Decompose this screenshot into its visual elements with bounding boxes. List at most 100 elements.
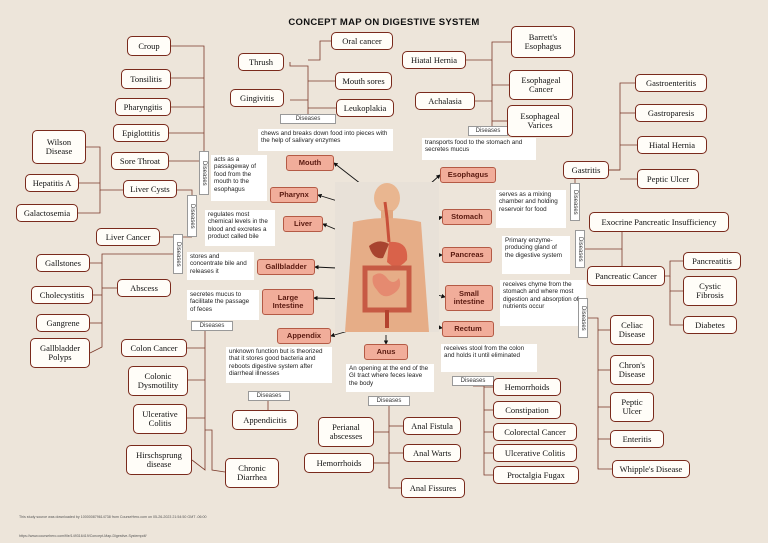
- disease-large-intestine-2: Ulcerative Colitis: [133, 404, 187, 434]
- disease-rectum-0: Hemorrhoids: [493, 378, 561, 396]
- disease-anus-0: Perianal abscesses: [318, 417, 374, 447]
- disease-pharynx-2: Pharyngitis: [115, 98, 171, 116]
- disease-anus-3: Anal Warts: [403, 444, 461, 462]
- connector-line: [491, 41, 511, 126]
- tag-pancreas: Diseases: [575, 230, 585, 268]
- tag-mouth: Diseases: [280, 114, 336, 124]
- human-digestive-figure: [335, 182, 439, 332]
- connector-line: [665, 260, 683, 277]
- organ-pharynx: Pharynx: [270, 187, 318, 203]
- organ-appendix: Appendix: [277, 328, 331, 344]
- connector-line: [669, 276, 683, 292]
- organ-pancreas: Pancreas: [442, 247, 492, 263]
- tag-stomach: Diseases: [570, 183, 580, 221]
- disease-small-intestine-3: Enteritis: [610, 430, 664, 448]
- disease-liver-1: Hepatitis A: [25, 174, 79, 192]
- tag-gallbladder: Diseases: [173, 234, 183, 274]
- organ-gallbladder: Gallbladder: [257, 259, 315, 275]
- disease-anus-4: Anal Fissures: [401, 478, 465, 498]
- desc-esophagus: transports food to the stomach and secre…: [422, 138, 536, 160]
- disease-liver-2: Liver Cysts: [123, 180, 177, 198]
- connector-line: [89, 263, 103, 354]
- connector-line: [177, 189, 193, 195]
- organ-mouth: Mouth: [286, 155, 334, 171]
- disease-rectum-4: Proctalgia Fugax: [493, 466, 579, 484]
- disease-liver-4: Liver Cancer: [96, 228, 160, 246]
- organ-stomach: Stomach: [442, 209, 492, 225]
- disease-anus-1: Anal Fistula: [403, 417, 461, 435]
- disease-pancreas-3: Cystic Fibrosis: [683, 276, 737, 306]
- desc-liver: regulates most chemical levels in the bl…: [205, 210, 275, 246]
- disease-pancreas-4: Diabetes: [683, 316, 737, 334]
- desc-stomach: serves as a mixing chamber and holding r…: [496, 190, 566, 228]
- tag-rectum: Diseases: [452, 376, 494, 386]
- footer-line-2: https://www.coursehero.com/file/14931641…: [19, 534, 147, 538]
- desc-anus: An opening at the end of the GI tract wh…: [346, 364, 434, 392]
- connector-line: [90, 253, 178, 264]
- desc-gallbladder: stores and concentrate bile and releases…: [187, 252, 254, 280]
- tag-anus: Diseases: [368, 396, 410, 406]
- desc-mouth: chews and breaks down food into pieces w…: [258, 129, 393, 151]
- connector-line: [86, 146, 123, 191]
- tag-liver: Diseases: [187, 195, 197, 237]
- disease-stomach-1: Gastroenteritis: [635, 74, 707, 92]
- footer-line-1: This study source was downloaded by 1000…: [19, 515, 207, 519]
- connector-line: [669, 291, 683, 326]
- disease-pancreas-0: Exocrine Pancreatic Insufficiency: [589, 212, 729, 232]
- page-title: CONCEPT MAP ON DIGESTIVE SYSTEM: [288, 17, 480, 28]
- connector-line: [473, 385, 493, 476]
- desc-pharynx: acts as a passageway of food from the mo…: [211, 155, 267, 201]
- desc-large-intestine: secretes mucus to facilitate the passage…: [187, 290, 259, 320]
- disease-esophagus-2: Esophageal Cancer: [509, 70, 573, 100]
- disease-mouth-3: Gingivitis: [230, 89, 284, 107]
- disease-stomach-4: Peptic Ulcer: [637, 169, 699, 189]
- organ-esophagus: Esophagus: [440, 167, 496, 183]
- disease-pharynx-3: Epiglottitis: [113, 124, 169, 142]
- connector-line: [171, 45, 205, 151]
- disease-mouth-2: Mouth sores: [335, 72, 392, 90]
- disease-esophagus-1: Hiatal Hernia: [402, 51, 466, 69]
- disease-large-intestine-0: Colon Cancer: [121, 339, 187, 357]
- disease-rectum-3: Ulcerative Colitis: [493, 444, 577, 462]
- organ-rectum: Rectum: [442, 321, 494, 337]
- desc-pancreas: Primary enzyme-producing gland of the di…: [502, 236, 570, 274]
- disease-small-intestine-1: Chron's Disease: [610, 355, 654, 385]
- disease-pancreas-1: Pancreatic Cancer: [587, 266, 665, 286]
- tag-small-intestine: Diseases: [578, 298, 588, 338]
- tag-appendix: Diseases: [248, 391, 290, 401]
- tag-esophagus: Diseases: [468, 126, 508, 136]
- desc-small-intestine: receives chyme from the stomach and wher…: [500, 280, 586, 326]
- disease-mouth-0: Oral cancer: [331, 32, 393, 50]
- disease-liver-3: Galactosemia: [16, 204, 78, 222]
- organ-small-intestine: Small intestine: [445, 285, 493, 311]
- disease-large-intestine-1: Colonic Dysmotility: [128, 366, 188, 396]
- tag-large-intestine: Diseases: [191, 321, 233, 331]
- disease-stomach-0: Gastritis: [563, 161, 609, 179]
- disease-small-intestine-2: Peptic Ulcer: [610, 392, 654, 422]
- connector-line: [583, 317, 612, 470]
- disease-pharynx-0: Croup: [127, 36, 171, 56]
- disease-small-intestine-4: Whipple's Disease: [612, 460, 690, 478]
- disease-mouth-1: Thrush: [238, 53, 284, 71]
- disease-mouth-4: Leukoplakia: [336, 99, 394, 117]
- disease-stomach-2: Gastroparesis: [635, 104, 707, 122]
- connector-line: [78, 190, 101, 214]
- disease-liver-0: Wilson Disease: [32, 130, 86, 164]
- disease-large-intestine-4: Chronic Diarrhea: [225, 458, 279, 488]
- disease-large-intestine-3: Hirschsprung disease: [126, 445, 192, 475]
- connector-line: [205, 429, 226, 473]
- disease-esophagus-4: Esophageal Varices: [507, 105, 573, 137]
- connector-line: [580, 232, 623, 250]
- connector-line: [308, 40, 331, 61]
- disease-rectum-1: Constipation: [493, 401, 561, 419]
- disease-gallbladder-1: Abscess: [117, 279, 171, 297]
- disease-pharynx-1: Tonsilitis: [121, 69, 171, 89]
- desc-appendix: unknown function but is theorized that i…: [226, 347, 332, 383]
- disease-gallbladder-0: Gallstones: [36, 254, 90, 272]
- disease-pancreas-2: Pancreatitis: [683, 252, 741, 270]
- organ-anus: Anus: [364, 344, 408, 360]
- desc-rectum: receives stool from the colon and holds …: [441, 344, 537, 372]
- organ-large-intestine: Large Intestine: [262, 289, 314, 315]
- disease-esophagus-3: Achalasia: [415, 92, 475, 110]
- disease-esophagus-0: Barrett's Esophagus: [511, 26, 575, 58]
